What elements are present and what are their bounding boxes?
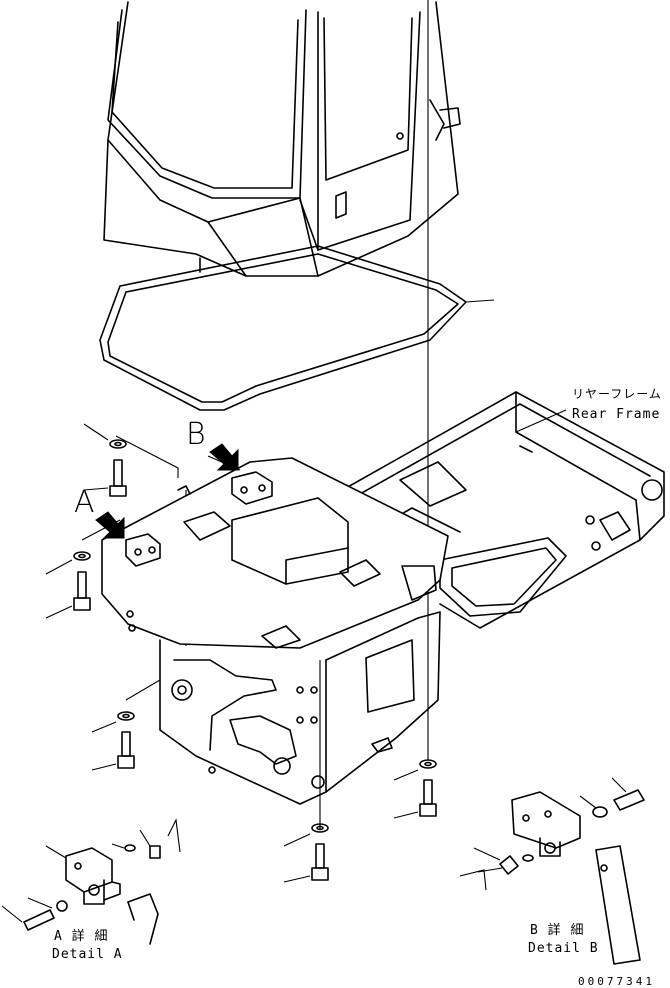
washer-bolt-set-2 (45, 519, 121, 619)
mount-bracket-b (231, 471, 273, 505)
callout-label-b: B (186, 417, 206, 452)
rear-frame (345, 391, 665, 629)
arrow-b-icon (209, 443, 239, 471)
washer-bolt-set-3 (91, 679, 161, 771)
washer-bolt-set-4 (393, 759, 437, 819)
understructure (159, 611, 441, 805)
callout-label-a: A (74, 485, 95, 520)
mount-bracket-a (125, 533, 161, 567)
cab-assembly (103, 1, 461, 277)
floor-plate (101, 457, 449, 649)
detail-b-label-jp: B 詳 細 (530, 923, 585, 938)
detail-b-label-en: Detail B (528, 941, 599, 956)
detail-a-label-en: Detail A (52, 947, 123, 962)
rear-frame-label-en: Rear Frame (572, 407, 661, 422)
floor-seal (99, 245, 495, 411)
detail-a-label-jp: A 詳 細 (54, 929, 109, 944)
drawing-number: 00077341 (578, 975, 655, 988)
washer-bolt-set-5 (283, 823, 329, 883)
detail-a-drawing (1, 818, 181, 945)
washer-bolt-set-1 (83, 423, 179, 497)
detail-b-drawing (459, 777, 645, 965)
rear-frame-label-jp: リヤーフレーム (572, 387, 662, 401)
